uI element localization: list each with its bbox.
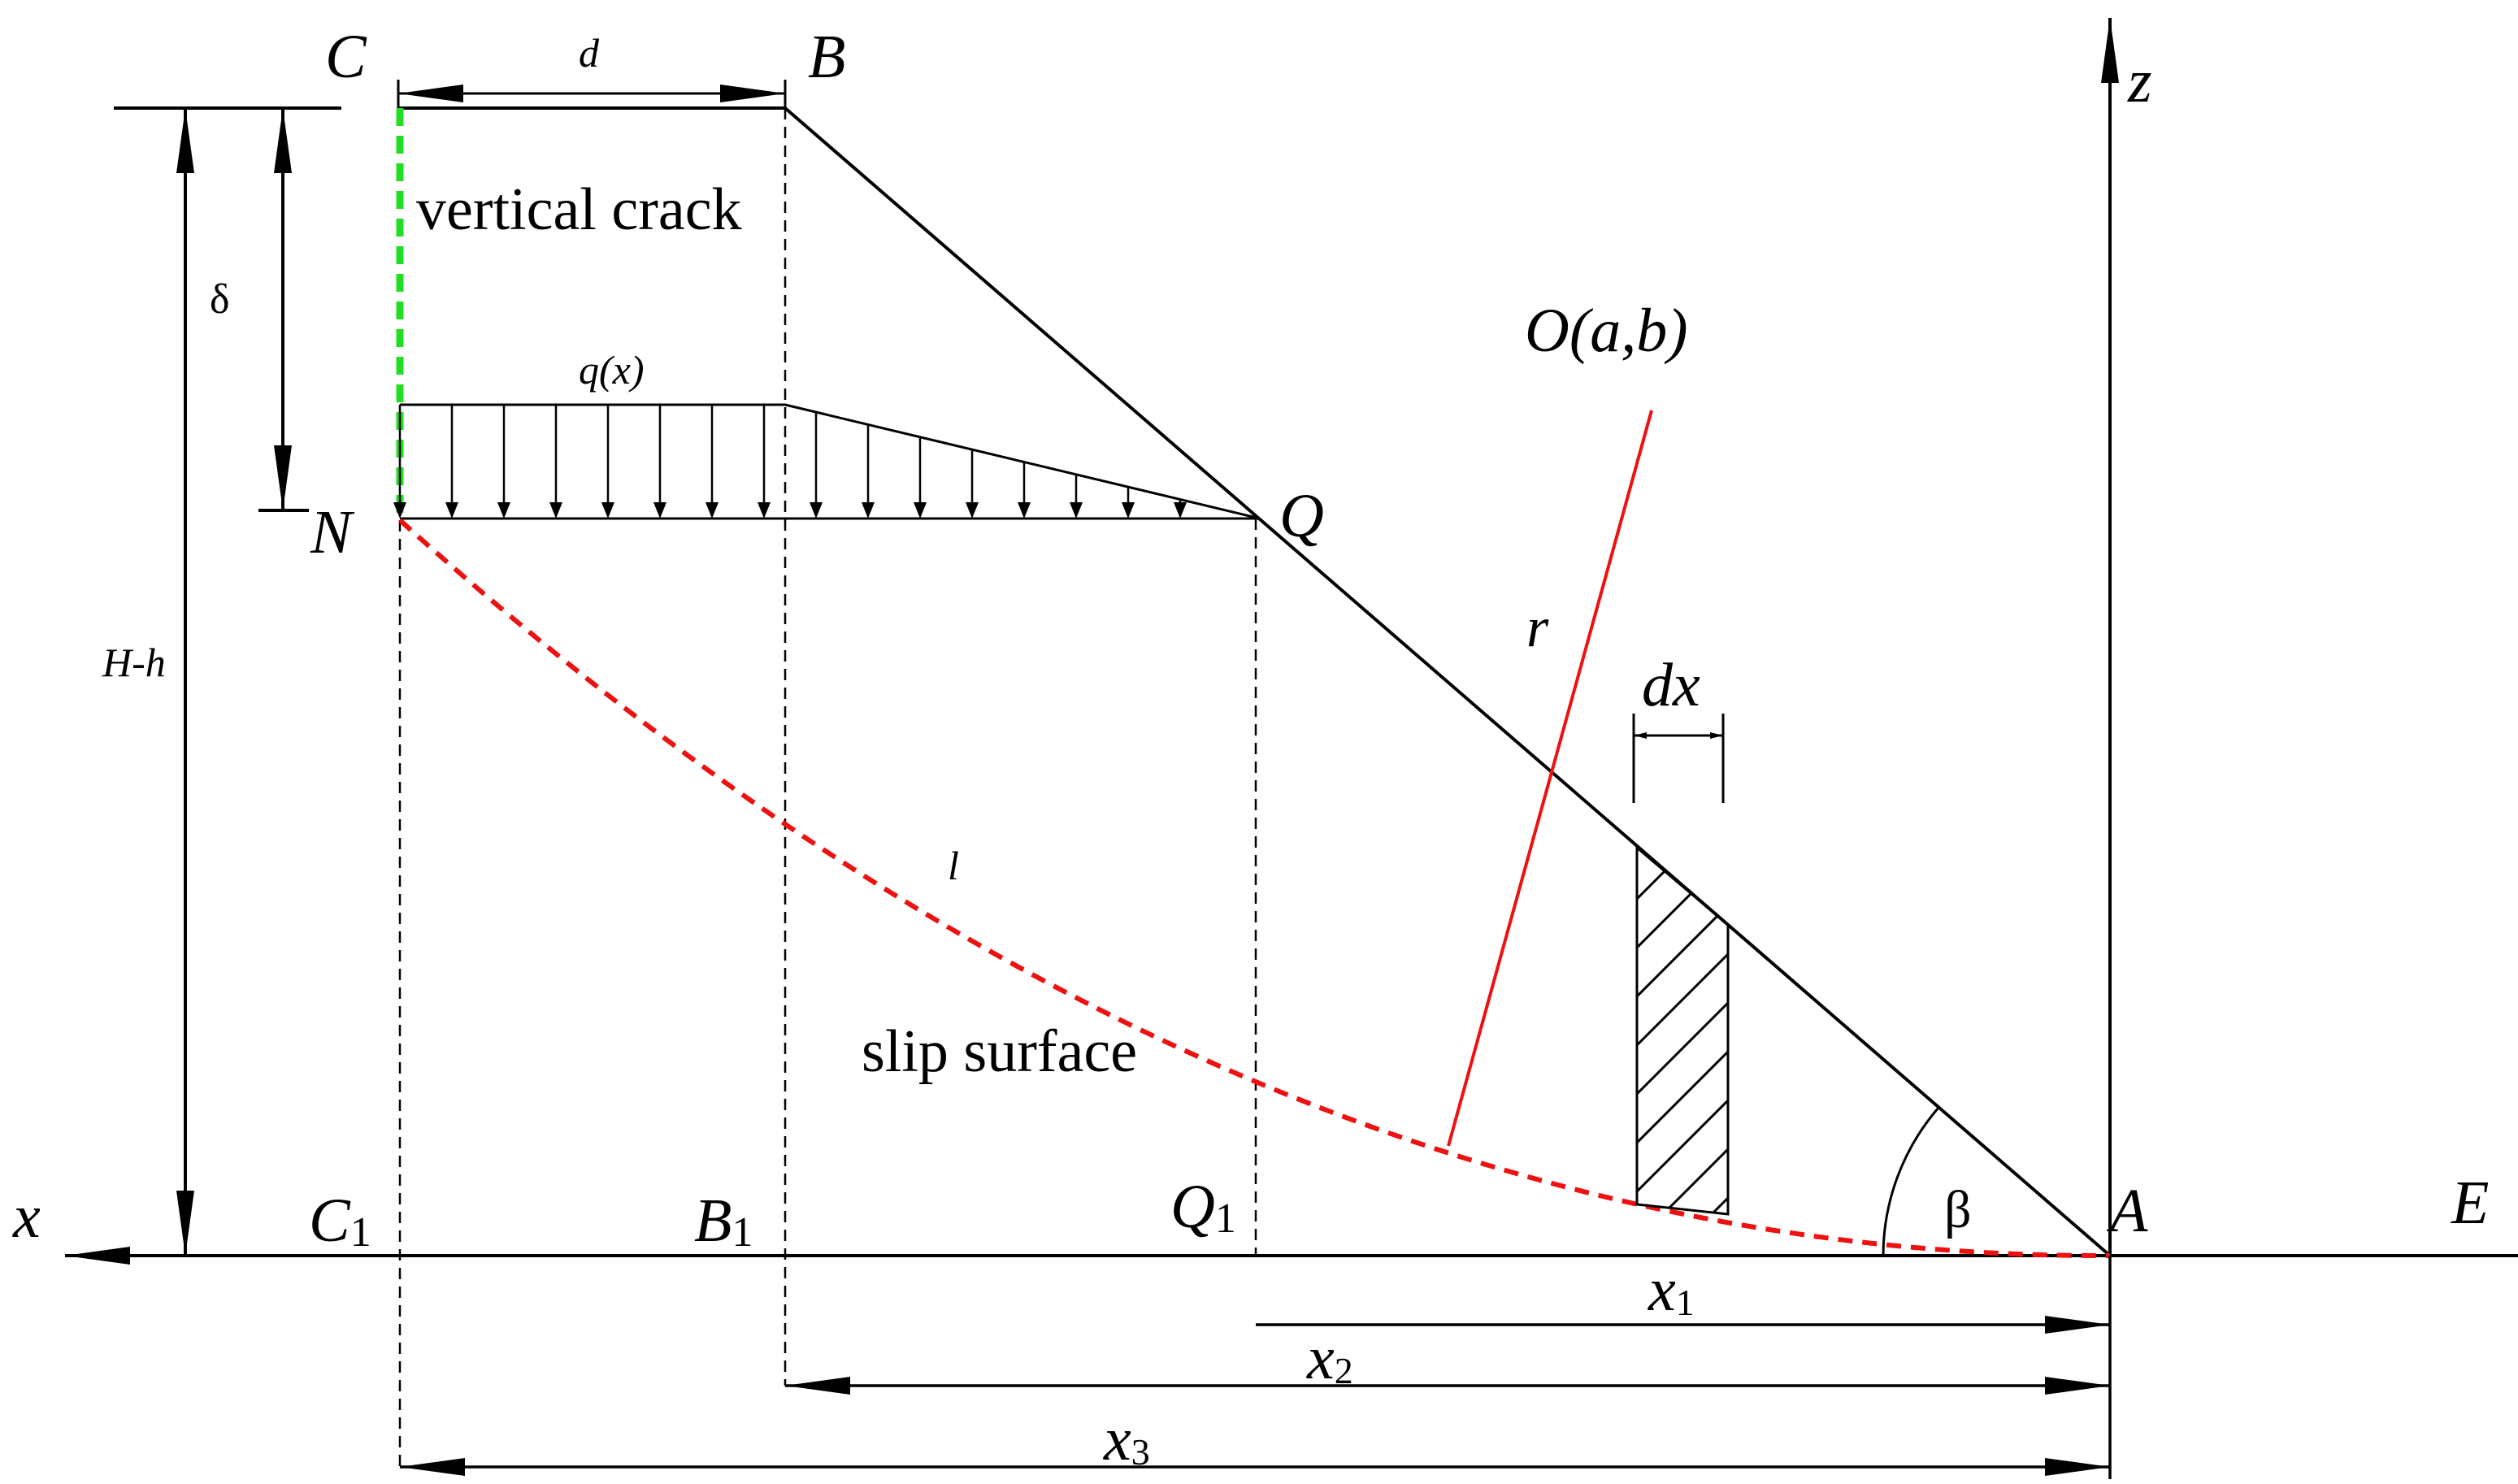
label-x1: x1 (1648, 1256, 1695, 1324)
load-arrow-head (497, 502, 510, 519)
label-O: O(a,b) (1525, 297, 1688, 365)
load-arrow-head (393, 502, 406, 519)
load-arrow-head (758, 502, 771, 519)
vertical-guides (398, 108, 1257, 1471)
label-d: d (579, 30, 600, 76)
label-dx: dx (1642, 651, 1700, 719)
load-arrow-head (653, 502, 666, 519)
label-x2: x2 (1306, 1324, 1353, 1392)
label-beta: β (1944, 1180, 1972, 1239)
label-x3: x3 (1103, 1405, 1150, 1473)
load-arrow-head (1018, 502, 1031, 519)
slip-surface (397, 518, 2111, 1259)
label-slip-surface: slip surface (862, 1018, 1137, 1085)
load-arrow-head (1174, 502, 1187, 519)
load-arrow-head (549, 502, 562, 519)
load-distribution (400, 403, 1261, 520)
radius-line (1447, 410, 1653, 1147)
label-Q1: Q1 (1170, 1173, 1236, 1242)
label-delta: δ (210, 276, 230, 323)
load-arrow-head (1070, 502, 1083, 519)
label-H-h: H-h (102, 640, 166, 685)
load-arrow-head (862, 502, 875, 519)
slice-strip (1635, 844, 1730, 1216)
label-C1: C1 (309, 1187, 371, 1256)
label-r: r (1526, 597, 1549, 659)
label-x-axis: x (12, 1182, 41, 1251)
label-l: l (948, 843, 959, 888)
x-dimensions (400, 1256, 2112, 1479)
label-A: A (2106, 1177, 2148, 1245)
label-B: B (808, 23, 845, 91)
label-q: q(x) (579, 347, 645, 393)
label-B1: B1 (694, 1187, 753, 1256)
slope-face (784, 106, 2112, 1257)
label-C: C (325, 23, 367, 91)
load-arrow-head (914, 502, 927, 519)
load-arrow-head (1122, 502, 1135, 519)
beta-angle-arc (1882, 1107, 1940, 1256)
load-arrow-head (966, 502, 979, 519)
load-arrow-head (810, 502, 823, 519)
load-arrow-head (705, 502, 718, 519)
label-z: z (2127, 47, 2152, 115)
load-arrow-head (601, 502, 614, 519)
label-N: N (310, 498, 355, 566)
load-arrow-head (445, 502, 458, 519)
label-E: E (2451, 1169, 2489, 1237)
dx-dimension (1632, 714, 1725, 803)
label-vertical-crack: vertical crack (416, 176, 742, 243)
label-Q: Q (1279, 482, 1324, 550)
load-arrows (393, 405, 1187, 519)
